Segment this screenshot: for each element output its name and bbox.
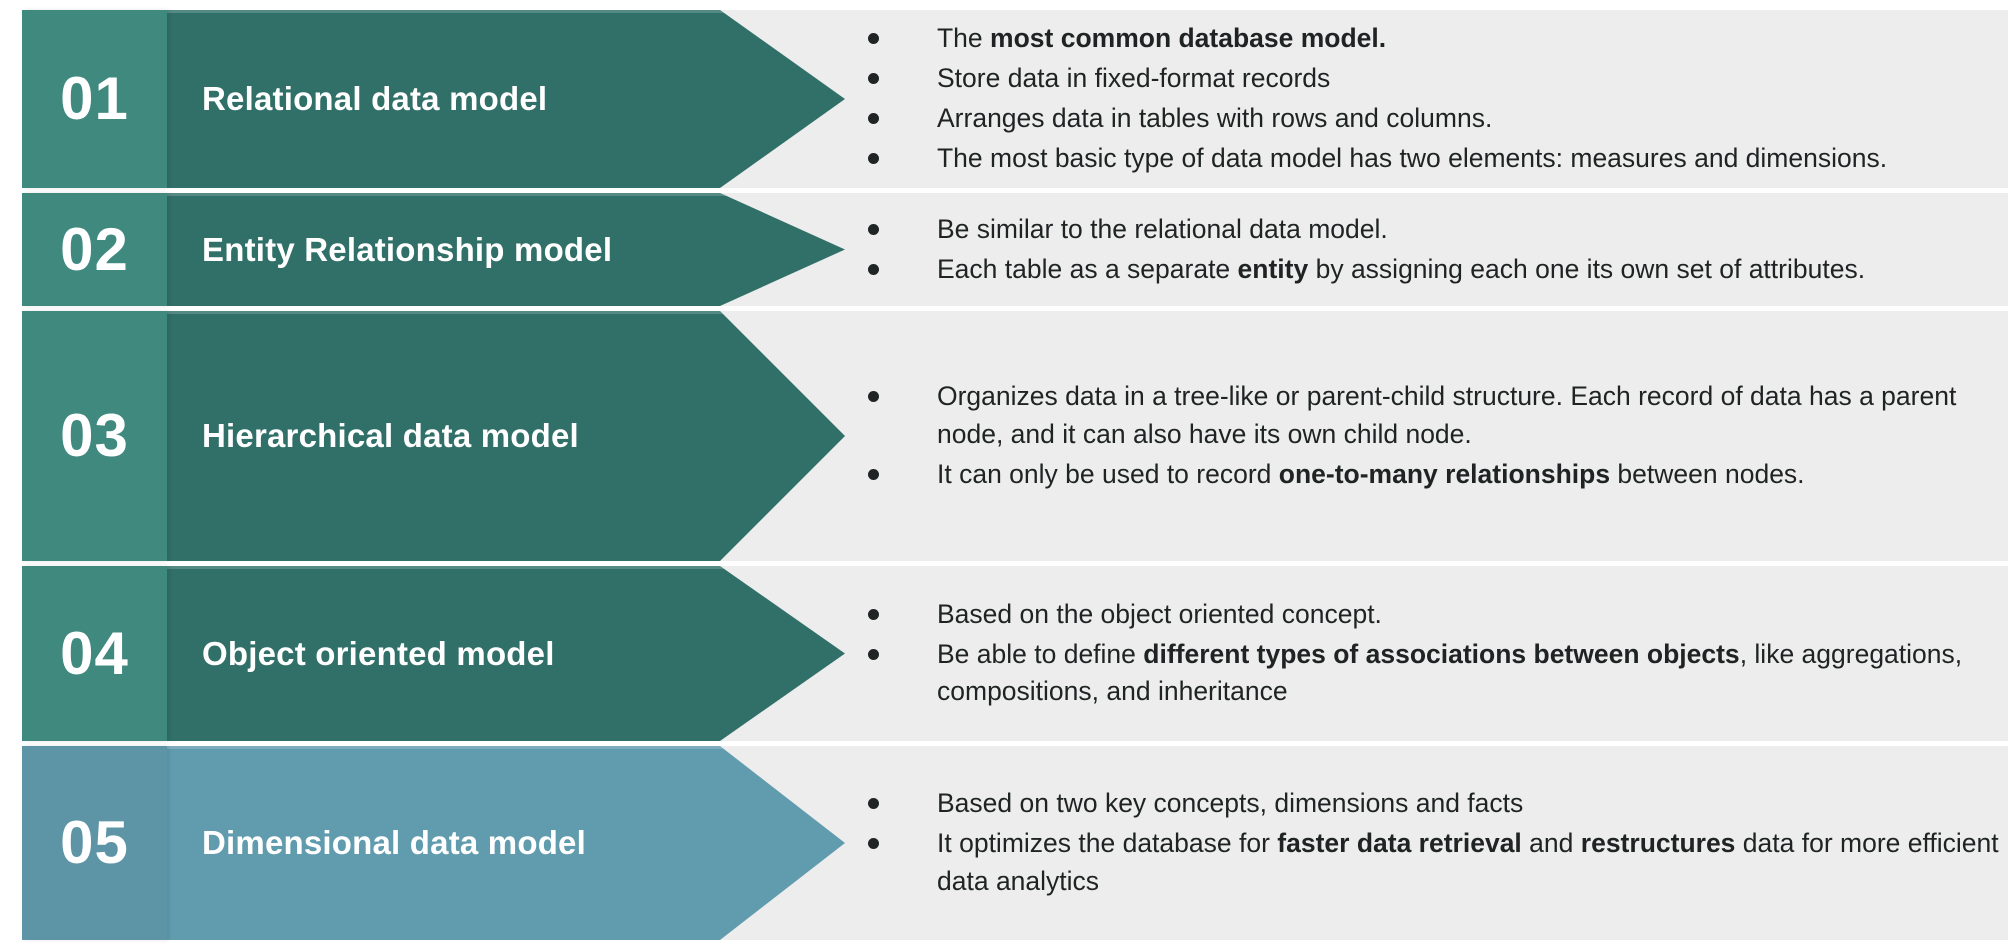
bullet-dot-icon <box>868 468 879 480</box>
bullet-text: The most basic type of data model has tw… <box>937 142 1888 173</box>
bullet-text: Based on the object oriented concept. <box>937 598 1382 629</box>
step-title: Object oriented model <box>202 634 555 672</box>
bullet-text: Based on two key concepts, dimensions an… <box>937 788 1524 819</box>
bullet-dot-icon <box>868 838 879 850</box>
bullet-dot-icon <box>868 648 879 660</box>
bullet-item: Be able to define different types of ass… <box>868 636 2004 712</box>
bullet-dot-icon <box>868 73 879 85</box>
step-number-badge[interactable]: 04 <box>22 566 167 741</box>
step-number-badge[interactable]: 02 <box>22 193 167 306</box>
step-arrow[interactable]: Relational data model <box>167 10 845 188</box>
step-row: Hierarchical data model 03 Organizes data … <box>0 311 2008 561</box>
bullet-item: The most common database model. <box>868 20 2004 58</box>
bullet-item: The most basic type of data model has tw… <box>868 140 2004 178</box>
bullet-dot-icon <box>868 223 879 235</box>
bullet-text: It optimizes the database for faster dat… <box>937 828 1999 896</box>
bullet-text: Each table as a separate entity by assig… <box>937 253 1866 284</box>
bullet-text: Organizes data in a tree-like or parent-… <box>937 381 1957 450</box>
step-title: Relational data model <box>202 80 548 117</box>
bullet-list: Based on two key concepts, dimensions an… <box>868 746 2004 940</box>
bullet-dot-icon <box>868 608 879 620</box>
bullet-item: Based on two key concepts, dimensions an… <box>868 785 2004 823</box>
step-title: Dimensional data model <box>202 824 586 861</box>
bullet-item: It optimizes the database for faster dat… <box>868 825 2004 901</box>
bullet-list: Be similar to the relational data model.… <box>868 193 2004 306</box>
bullet-item: Be similar to the relational data model. <box>868 211 2004 249</box>
step-number: 02 <box>60 215 129 283</box>
bullet-dot-icon <box>868 33 879 45</box>
step-arrow[interactable]: Object oriented model <box>167 566 845 741</box>
bullet-text: Be able to define different types of ass… <box>937 638 1963 707</box>
bullet-item: Based on the object oriented concept. <box>868 596 2004 634</box>
bullet-dot-icon <box>868 113 879 124</box>
step-arrow[interactable]: Entity Relationship model <box>167 193 845 306</box>
bullet-dot-icon <box>868 798 879 810</box>
bullet-text: Store data in fixed-format records <box>937 63 1331 94</box>
bullet-text: Arranges data in tables with rows and co… <box>937 103 1493 133</box>
step-arrow[interactable]: Hierarchical data model <box>167 311 845 561</box>
step-number-badge[interactable]: 05 <box>22 746 167 940</box>
bullet-item: It can only be used to record one-to-man… <box>868 456 2004 494</box>
bullet-item: Store data in fixed-format records <box>868 60 2004 98</box>
step-row: Object oriented model 04 Based on the obje… <box>0 566 2008 741</box>
step-title: Entity Relationship model <box>202 230 613 268</box>
step-row: Relational data model 01 The most common d… <box>0 10 2008 188</box>
step-number-badge[interactable]: 01 <box>22 10 167 188</box>
step-number: 04 <box>60 619 129 687</box>
step-row: Entity Relationship model 02 Be similar to… <box>0 193 2008 306</box>
step-number: 05 <box>60 809 129 876</box>
step-number: 01 <box>60 65 129 132</box>
step-title: Hierarchical data model <box>202 417 579 454</box>
step-number-badge[interactable]: 03 <box>22 311 167 561</box>
step-row: Dimensional data model 05 Based on two key… <box>0 746 2008 940</box>
step-number: 03 <box>60 402 129 469</box>
bullet-text: The most common database model. <box>937 23 1387 54</box>
bullet-text: It can only be used to record one-to-man… <box>937 458 1805 489</box>
bullet-item: Organizes data in a tree-like or parent-… <box>868 378 2004 454</box>
bullet-list: The most common database model. Store dat… <box>868 10 2004 188</box>
bullet-text: Be similar to the relational data model. <box>937 213 1388 244</box>
bullet-dot-icon <box>868 152 879 164</box>
bullet-list: Organizes data in a tree-like or parent-… <box>868 311 2004 561</box>
step-arrow[interactable]: Dimensional data model <box>167 746 845 940</box>
bullet-list: Based on the object oriented concept. Be … <box>868 566 2004 741</box>
bullet-dot-icon <box>868 391 879 403</box>
bullet-dot-icon <box>868 263 879 275</box>
bullet-item: Arranges data in tables with rows and co… <box>868 100 2004 138</box>
bullet-item: Each table as a separate entity by assig… <box>868 251 2004 289</box>
